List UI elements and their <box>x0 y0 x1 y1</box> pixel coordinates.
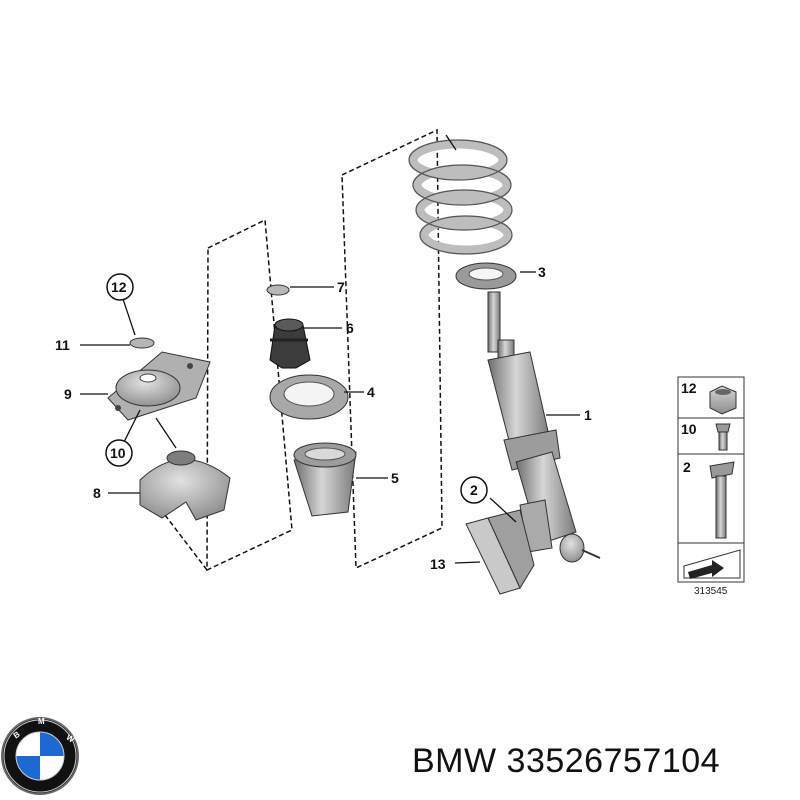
support-ring <box>269 374 349 420</box>
callout-circle-12 <box>106 273 134 301</box>
bmw-logo: B M W <box>1 717 79 795</box>
bracket-connector <box>164 514 208 571</box>
callout-5: 5 <box>391 470 399 486</box>
legend-label-2: 2 <box>683 459 691 475</box>
callout-12: 12 <box>111 279 127 295</box>
callout-3: 3 <box>538 264 546 280</box>
arrow-icon <box>683 549 741 579</box>
nut-icon <box>709 385 737 415</box>
diagram-code: 313545 <box>694 586 728 597</box>
svg-text:W: W <box>64 733 76 745</box>
bump-stop <box>269 318 311 369</box>
callout-circle-10 <box>105 439 133 467</box>
callouts: 13 3 1 7 6 4 5 11 9 8 12 10 2 <box>55 264 592 572</box>
callout-7: 7 <box>337 279 345 295</box>
callout-9: 9 <box>64 386 72 402</box>
svg-text:M: M <box>38 717 45 726</box>
coil-spring <box>408 139 513 255</box>
svg-text:B: B <box>12 730 22 741</box>
callout-8: 8 <box>93 485 101 501</box>
washer-11 <box>129 337 155 349</box>
long-bolt-icon <box>709 461 735 539</box>
callout-circle-2 <box>460 476 488 504</box>
callout-11: 11 <box>55 337 70 353</box>
legend-label-12: 12 <box>681 380 697 396</box>
callout-6: 6 <box>346 320 354 336</box>
strut-mount <box>107 351 211 421</box>
callout-2: 2 <box>470 482 478 498</box>
mounting-bracket <box>465 509 535 595</box>
dashed-bracket-right <box>341 128 443 570</box>
fastener-legend: 12 10 2 313545 <box>677 376 745 597</box>
callout-4: 4 <box>367 384 375 400</box>
short-bolt-icon <box>715 423 731 451</box>
spring-seat <box>455 262 517 290</box>
part-number-caption: BMW 33526757104 <box>412 742 721 780</box>
callout-13: 13 <box>430 556 446 572</box>
callout-1: 1 <box>584 407 592 423</box>
dashed-bracket-left <box>206 218 293 572</box>
protective-tube <box>293 442 357 517</box>
legend-label-10: 10 <box>681 421 697 437</box>
shock-absorber <box>487 291 601 563</box>
washer-7 <box>266 284 290 296</box>
callout-10: 10 <box>110 445 126 461</box>
support-bearing <box>139 450 231 521</box>
